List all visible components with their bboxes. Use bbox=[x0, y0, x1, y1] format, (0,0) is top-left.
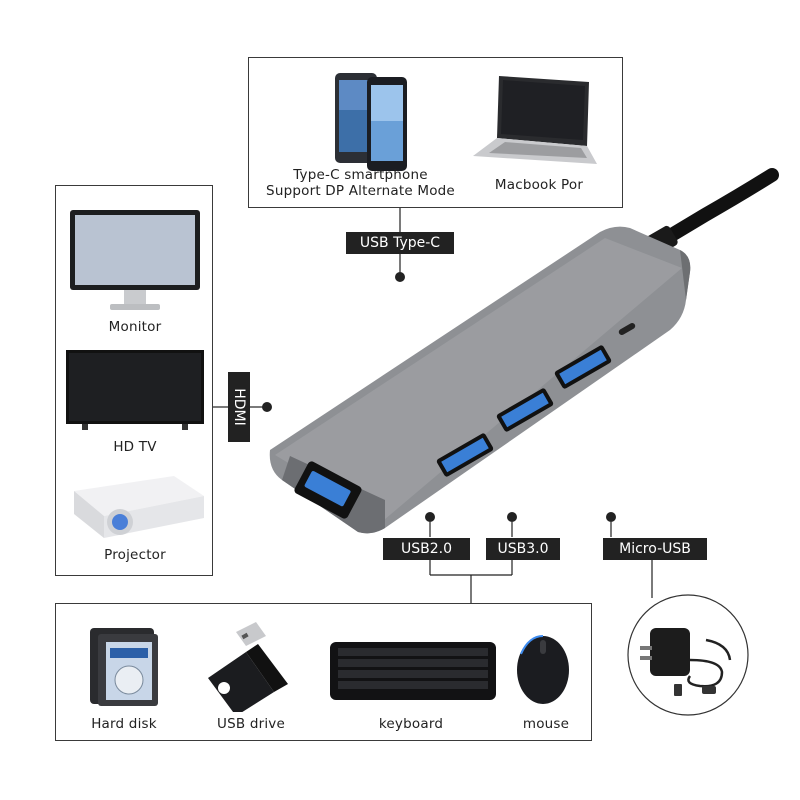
tv-icon bbox=[66, 350, 204, 430]
usb-hub bbox=[269, 226, 691, 534]
hdmi-devices-box: Monitor HD TV Projector bbox=[55, 185, 213, 576]
usb-devices-box: Hard disk USB drive keyboard mouse bbox=[55, 603, 592, 741]
projector-icon bbox=[74, 476, 204, 538]
monitor-label: Monitor bbox=[108, 319, 162, 335]
micro-usb-tag: Micro-USB bbox=[603, 538, 707, 560]
usb3-tag: USB3.0 bbox=[486, 538, 560, 560]
usb-drive-icon bbox=[208, 622, 288, 712]
keyboard-icon bbox=[330, 642, 496, 700]
usb-c-cable bbox=[648, 168, 779, 252]
monitor-icon bbox=[70, 210, 200, 310]
mouse-icon bbox=[517, 635, 569, 704]
hdmi-tag: HDMI bbox=[228, 372, 250, 442]
macbook-label: Macbook Por bbox=[494, 177, 584, 193]
type-c-devices-box: Type-C smartphone Support DP Alternate M… bbox=[248, 57, 623, 208]
hdtv-label: HD TV bbox=[113, 439, 157, 455]
usb-drive-label: USB drive bbox=[217, 716, 285, 732]
hard-disk-icon bbox=[90, 628, 158, 706]
usb-type-c-tag: USB Type-C bbox=[346, 232, 454, 254]
micro-usb-port bbox=[618, 323, 636, 335]
mouse-label: mouse bbox=[522, 716, 570, 732]
laptop-icon bbox=[473, 76, 597, 164]
projector-label: Projector bbox=[104, 547, 166, 563]
hard-disk-label: Hard disk bbox=[91, 716, 157, 732]
charger-icon bbox=[640, 628, 732, 696]
usb2-tag: USB2.0 bbox=[383, 538, 470, 560]
smartphone-label: Type-C smartphone Support DP Alternate M… bbox=[266, 167, 455, 199]
smartphone-icon bbox=[335, 73, 407, 171]
keyboard-label: keyboard bbox=[378, 716, 444, 732]
